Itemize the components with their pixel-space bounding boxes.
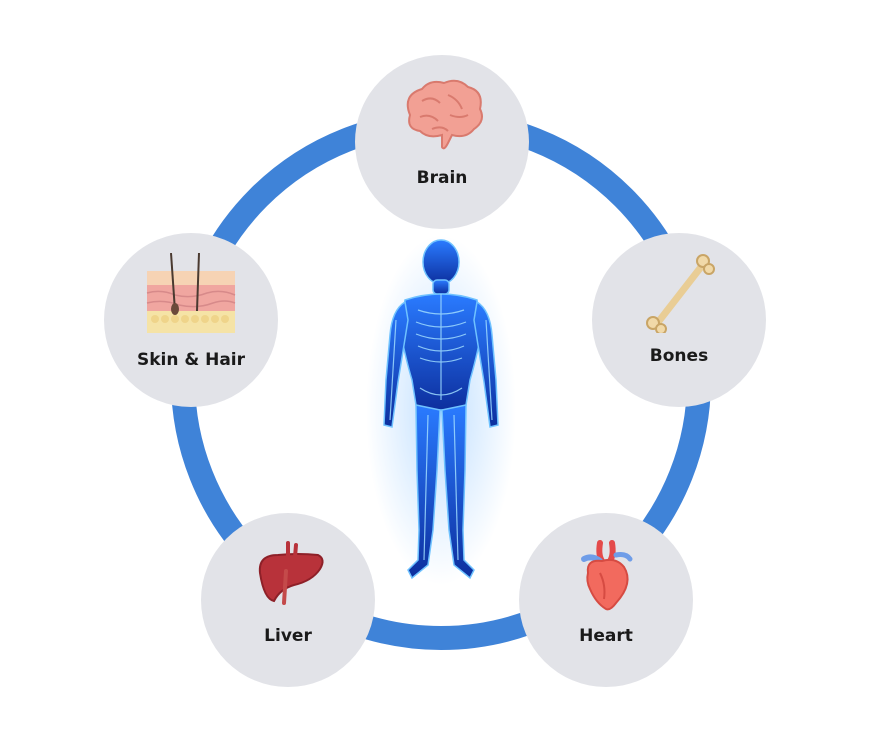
node-label-liver: Liver — [264, 626, 312, 646]
node-skin-hair: Skin & Hair — [104, 233, 278, 407]
heart-icon — [581, 540, 633, 611]
node-liver: Liver — [201, 513, 375, 687]
node-label-brain: Brain — [416, 168, 468, 188]
bone-icon — [646, 254, 715, 333]
node-label-bones: Bones — [649, 346, 709, 366]
node-label-skin-hair: Skin & Hair — [136, 350, 246, 370]
node-heart: Heart — [519, 513, 693, 687]
node-bones: Bones — [592, 233, 766, 407]
node-brain: Brain — [355, 55, 529, 229]
node-label-heart: Heart — [579, 626, 633, 646]
liver-icon — [258, 541, 324, 605]
skin-hair-icon — [146, 253, 236, 333]
brain-icon — [406, 79, 483, 150]
